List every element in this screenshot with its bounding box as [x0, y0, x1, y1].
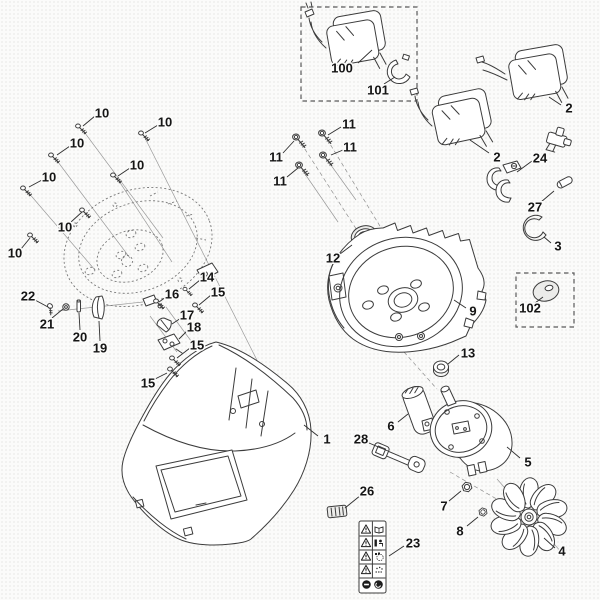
safety-sticker-23 — [358, 520, 387, 594]
part-callout-8: 8 — [456, 524, 463, 539]
keep-distance-icon — [375, 552, 384, 562]
bracket-18 — [157, 333, 183, 354]
nut-8 — [478, 507, 488, 517]
part-callout-10: 10 — [130, 158, 144, 173]
ignition-module-100 — [304, 1, 391, 77]
screws-10 — [20, 123, 151, 244]
part-callout-12: 12 — [326, 251, 340, 266]
part-callout-100: 100 — [331, 61, 353, 76]
part-callout-11: 11 — [269, 150, 283, 165]
impeller-4 — [488, 477, 570, 557]
washer-102 — [532, 280, 560, 302]
tool-28 — [371, 442, 426, 473]
part-callout-28: 28 — [354, 432, 368, 447]
part-callout-16: 16 — [165, 287, 179, 302]
connector-piece — [545, 126, 572, 153]
part-callout-27: 27 — [528, 200, 542, 215]
washer-21 — [62, 303, 70, 311]
screw-14 — [182, 286, 193, 297]
wedge-17 — [156, 317, 172, 333]
part-callout-20: 20 — [73, 330, 87, 345]
part-callout-6: 6 — [387, 419, 394, 434]
nut-7 — [461, 481, 473, 493]
part-callout-10: 10 — [58, 220, 72, 235]
part-callout-1: 1 — [323, 432, 330, 447]
small-parts — [47, 286, 205, 378]
part-callout-13: 13 — [461, 346, 475, 361]
part-callout-101: 101 — [367, 83, 389, 98]
part-callout-26: 26 — [360, 484, 374, 499]
part-callout-17: 17 — [180, 308, 194, 323]
screw-15a — [192, 302, 205, 314]
part-callout-15: 15 — [141, 376, 155, 391]
screws-11 — [291, 129, 335, 177]
part-callout-10: 10 — [95, 106, 109, 121]
accessory-box-top — [300, 1, 418, 102]
leader-lines — [20, 49, 562, 557]
plug-26 — [326, 504, 348, 519]
part-callout-7: 7 — [440, 499, 447, 514]
switch-lower-2 — [409, 86, 497, 157]
fan-housing-9 — [327, 222, 487, 353]
pin-20 — [76, 299, 81, 313]
part-callout-11: 11 — [342, 117, 356, 132]
part-callout-15: 15 — [211, 285, 225, 300]
pin-27 — [556, 176, 573, 189]
switch-upper-2 — [475, 43, 573, 111]
stop-motor-icon — [362, 580, 371, 589]
screw-22 — [47, 303, 53, 316]
part-callout-18: 18 — [187, 320, 201, 335]
screw-15b — [169, 355, 182, 367]
part-callout-14: 14 — [200, 270, 215, 285]
part-callout-11: 11 — [343, 140, 357, 155]
wear-protection-icon — [374, 539, 383, 547]
part-callout-19: 19 — [93, 341, 107, 356]
part-callout-15: 15 — [190, 338, 204, 353]
part-callout-10: 10 — [158, 115, 172, 130]
part-callout-21: 21 — [40, 317, 54, 332]
part-callout-2: 2 — [565, 101, 572, 116]
part-callout-10: 10 — [70, 136, 84, 151]
bushing-13 — [433, 360, 449, 377]
part-callout-9: 9 — [469, 304, 476, 319]
rotating-parts-icon — [374, 580, 383, 589]
part-callout-10: 10 — [8, 246, 22, 261]
part-callout-2: 2 — [493, 150, 500, 165]
motor-5 — [421, 385, 513, 477]
flap-19 — [91, 295, 105, 320]
accessory-box-right — [515, 272, 575, 328]
part-callout-3: 3 — [554, 239, 561, 254]
callout-layer: 1223456789101010101010101111111112131415… — [6, 59, 574, 560]
part-callout-23: 23 — [406, 536, 420, 551]
part-callout-22: 22 — [21, 289, 35, 304]
part-callout-11: 11 — [273, 174, 287, 189]
snap-ring-3 — [522, 214, 547, 241]
read-manual-icon — [374, 526, 384, 534]
part-callout-10: 10 — [42, 170, 56, 185]
part-callout-4: 4 — [558, 544, 566, 559]
part-callout-24: 24 — [533, 151, 548, 166]
housing-shell-1 — [121, 341, 312, 546]
retainer-clip-101 — [386, 53, 411, 85]
part-callout-5: 5 — [524, 455, 531, 470]
thrown-objects-icon — [375, 566, 383, 573]
clamp-24 — [486, 160, 522, 203]
part-callout-102: 102 — [519, 301, 541, 316]
